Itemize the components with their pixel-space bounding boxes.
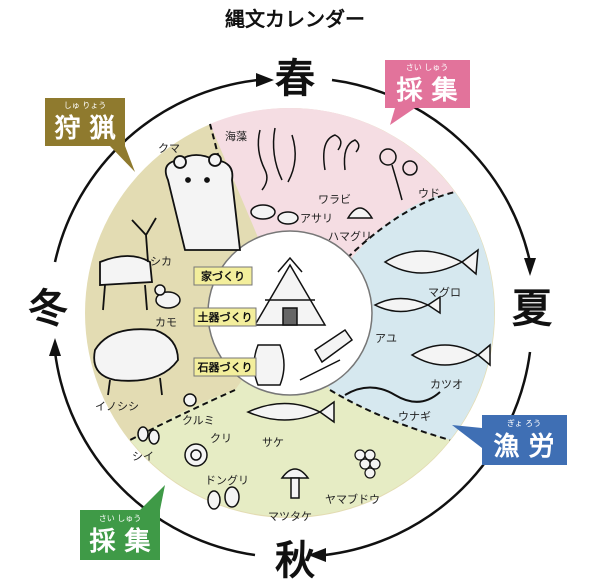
label-kamo: カモ [155, 316, 177, 329]
svg-text:家づくり: 家づくり [201, 269, 245, 283]
badge-hunting: しゅ りょう 狩 猟 [45, 98, 135, 172]
svg-text:土器づくり: 土器づくり [198, 310, 253, 324]
season-summer: 夏 [512, 286, 553, 332]
label-shii: シイ [132, 450, 154, 463]
label-matsutake: マツタケ [268, 510, 312, 523]
season-autumn: 秋 [275, 538, 315, 581]
asari-icon [250, 204, 299, 225]
svg-text:漁 労: 漁 労 [493, 432, 554, 462]
maguro-icon [383, 248, 479, 276]
label-hamaguri: ハマグリ [328, 229, 372, 243]
ayu-icon [373, 295, 441, 315]
hamaguri-icon [346, 207, 374, 219]
season-spring: 春 [275, 56, 315, 102]
bear-icon [164, 153, 242, 251]
season-cycle-arrows [53, 78, 532, 557]
yamabudou-icon [354, 449, 381, 479]
label-kuma: クマ [158, 142, 180, 155]
label-inoshishi: イノシシ [95, 400, 139, 413]
label-katsuo: カツオ [430, 378, 463, 391]
label-shika: シカ [150, 255, 172, 268]
svg-text:しゅ りょう: しゅ りょう [64, 101, 107, 110]
duck-icon [154, 284, 181, 309]
center-label-stone-tool: 石器づくり [193, 357, 257, 377]
svg-text:さい しゅう: さい しゅう [406, 63, 449, 72]
svg-text:採 集: 採 集 [396, 75, 458, 106]
label-kuri: クリ [210, 432, 232, 445]
season-winter: 冬 [28, 286, 68, 332]
stone-tool-icon [299, 328, 354, 381]
svg-text:採 集: 採 集 [89, 526, 151, 557]
seaweed-icon [257, 127, 296, 191]
season-cycle-arrowheads [49, 73, 536, 562]
label-maguro: マグロ [428, 285, 461, 299]
matsutake-icon [280, 468, 310, 499]
warabi-icon [323, 134, 360, 171]
label-udo: ウド [418, 187, 440, 200]
donguri-icon [207, 486, 240, 510]
pit-dwelling-icon [253, 256, 327, 326]
label-asari: アサリ [300, 212, 333, 225]
boar-icon [93, 328, 179, 396]
svg-text:さい しゅう: さい しゅう [99, 514, 142, 523]
badge-gather-autumn: さい しゅう 採 集 [80, 485, 165, 560]
deer-icon [99, 217, 157, 311]
label-warabi: ワラビ [318, 193, 351, 206]
pottery-icon [253, 344, 285, 386]
label-yamabudou: ヤマブドウ [325, 492, 380, 506]
badge-fishing: ぎょ ろう 漁 労 [452, 415, 567, 465]
sake-icon [246, 400, 335, 424]
label-unagi: ウナギ [398, 410, 431, 423]
diagram-title: 縄文カレンダー [225, 7, 365, 31]
center-label-house: 家づくり [193, 266, 253, 286]
label-donguri: ドングリ [205, 473, 249, 487]
udo-icon [379, 148, 418, 201]
label-seaweed: 海藻 [225, 129, 247, 143]
label-kurumi: クルミ [182, 414, 215, 427]
shii-icon [137, 426, 160, 445]
label-sake: サケ [262, 436, 284, 449]
kuri-icon [184, 443, 208, 467]
svg-text:ぎょ ろう: ぎょ ろう [507, 418, 541, 428]
unagi-icon [344, 386, 441, 403]
svg-text:狩 猟: 狩 猟 [54, 113, 115, 144]
svg-text:石器づくり: 石器づくり [197, 360, 253, 374]
katsuo-icon [410, 343, 491, 367]
center-label-pottery: 土器づくり [193, 307, 257, 327]
badge-gather-spring: さい しゅう 採 集 [385, 60, 470, 125]
kurumi-icon [183, 393, 197, 407]
label-ayu: アユ [375, 332, 397, 345]
